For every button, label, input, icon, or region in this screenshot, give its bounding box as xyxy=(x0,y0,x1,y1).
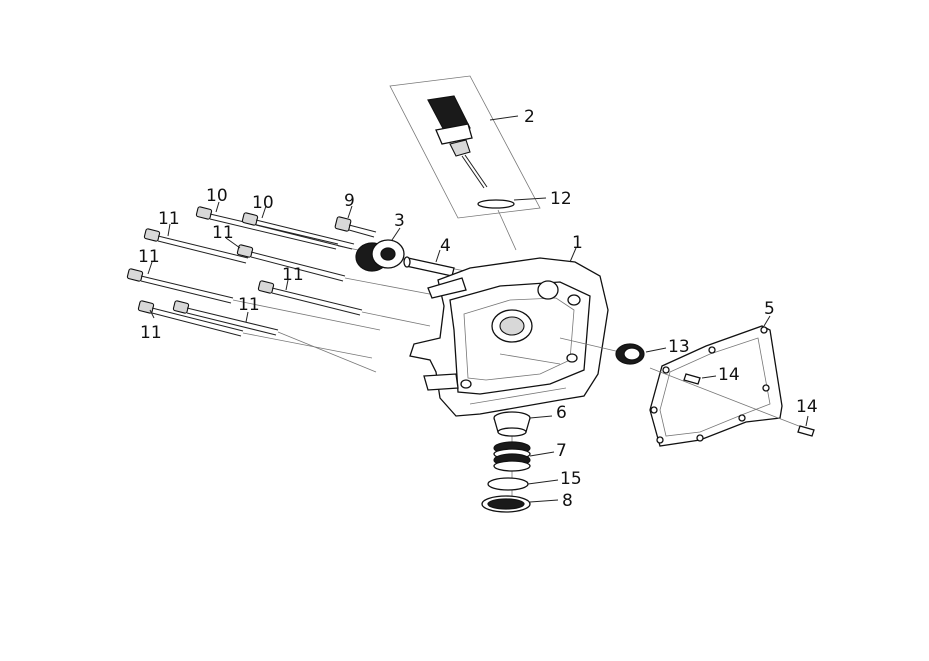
gasket-outline xyxy=(649,325,783,447)
axis-seal xyxy=(559,337,621,353)
leader-5 xyxy=(763,315,771,327)
bolt-11-a xyxy=(143,228,249,264)
gasket-hole xyxy=(696,434,704,442)
callout-12: 12 xyxy=(550,189,572,209)
pin-4 xyxy=(403,256,455,277)
callout-3: 3 xyxy=(394,211,405,231)
callout-11-c: 11 xyxy=(138,247,160,267)
callout-8: 8 xyxy=(562,491,573,511)
callout-10-a: 10 xyxy=(206,186,228,206)
dowel-pin-14-b xyxy=(797,415,815,437)
gear-hub xyxy=(380,247,396,261)
cover-upper-rib xyxy=(427,277,467,299)
gasket-5 xyxy=(649,315,805,447)
gasket-hole xyxy=(662,366,670,374)
callout-1: 1 xyxy=(572,233,583,253)
bolt-11-d xyxy=(257,280,431,327)
leader-2 xyxy=(489,115,519,121)
gasket-hole xyxy=(650,406,658,414)
callout-7: 7 xyxy=(556,441,567,461)
cover-web-lower xyxy=(469,387,567,405)
oring-15 xyxy=(487,477,559,491)
bolt-9 xyxy=(334,216,377,238)
gasket-hole xyxy=(656,436,664,444)
gasket-hole xyxy=(738,414,746,422)
seal-inner xyxy=(623,347,641,361)
dipstick-oring-seat xyxy=(449,139,471,157)
gasket-inner xyxy=(659,337,771,437)
cover-boss-right xyxy=(567,294,581,306)
dipstick-inset xyxy=(389,75,547,251)
pin-body xyxy=(405,257,455,277)
bolt-10-b xyxy=(241,212,355,250)
cover-boss-upper xyxy=(537,280,559,300)
callout-15: 15 xyxy=(560,469,582,489)
callout-11-d: 11 xyxy=(282,265,304,285)
bolt-11-b xyxy=(236,244,441,297)
callout-2: 2 xyxy=(524,107,535,127)
gear-3 xyxy=(355,239,405,272)
dipstick-rod-edge xyxy=(464,154,488,188)
dipstick-handle xyxy=(427,95,471,135)
leader-12 xyxy=(513,197,547,201)
cover-boss-left xyxy=(460,379,472,389)
pin-end xyxy=(403,256,411,268)
strainer-cap-6 xyxy=(493,411,553,437)
oil-seal-13 xyxy=(615,343,667,365)
callout-14-a: 14 xyxy=(718,365,740,385)
callout-9: 9 xyxy=(344,191,355,211)
callout-11-a: 11 xyxy=(158,209,180,229)
bolt-11-c xyxy=(126,268,381,331)
drain-plug-8 xyxy=(481,495,559,513)
cover-web xyxy=(499,353,561,365)
dowel-pin-14-a xyxy=(683,373,717,385)
drain-stack xyxy=(481,411,559,513)
dipstick-oring xyxy=(477,199,515,209)
dipstick-inset-frame xyxy=(389,75,541,219)
callout-4: 4 xyxy=(440,236,451,256)
callout-leaders xyxy=(147,201,577,323)
spring-7 xyxy=(493,441,555,472)
gasket-axis xyxy=(649,367,805,429)
callout-13: 13 xyxy=(668,337,690,357)
dipstick-rod xyxy=(461,155,485,189)
bolt-11-e xyxy=(137,300,373,359)
dipstick-collar xyxy=(435,123,473,145)
gasket-hole xyxy=(708,346,716,354)
gasket-hole xyxy=(760,326,768,334)
callout-11-f: 11 xyxy=(140,323,162,343)
bolt-11-f xyxy=(172,300,377,373)
callout-10-b: 10 xyxy=(252,193,274,213)
gasket-hole xyxy=(762,384,770,392)
callout-14-b: 14 xyxy=(796,397,818,417)
callout-6: 6 xyxy=(556,403,567,423)
callout-labels: 1 2 3 4 5 6 7 8 9 10 10 11 11 11 11 11 1… xyxy=(138,107,818,511)
cover-bearing-inner xyxy=(499,316,525,336)
callout-5: 5 xyxy=(764,299,775,319)
dipstick-axis-line xyxy=(497,209,517,251)
leader-13 xyxy=(645,347,667,353)
crankcase-cover xyxy=(409,257,621,420)
cover-boss-lower xyxy=(566,353,578,363)
callout-11-e: 11 xyxy=(238,295,260,315)
cover-lower-rib xyxy=(423,373,459,391)
callout-11-b: 11 xyxy=(212,223,234,243)
